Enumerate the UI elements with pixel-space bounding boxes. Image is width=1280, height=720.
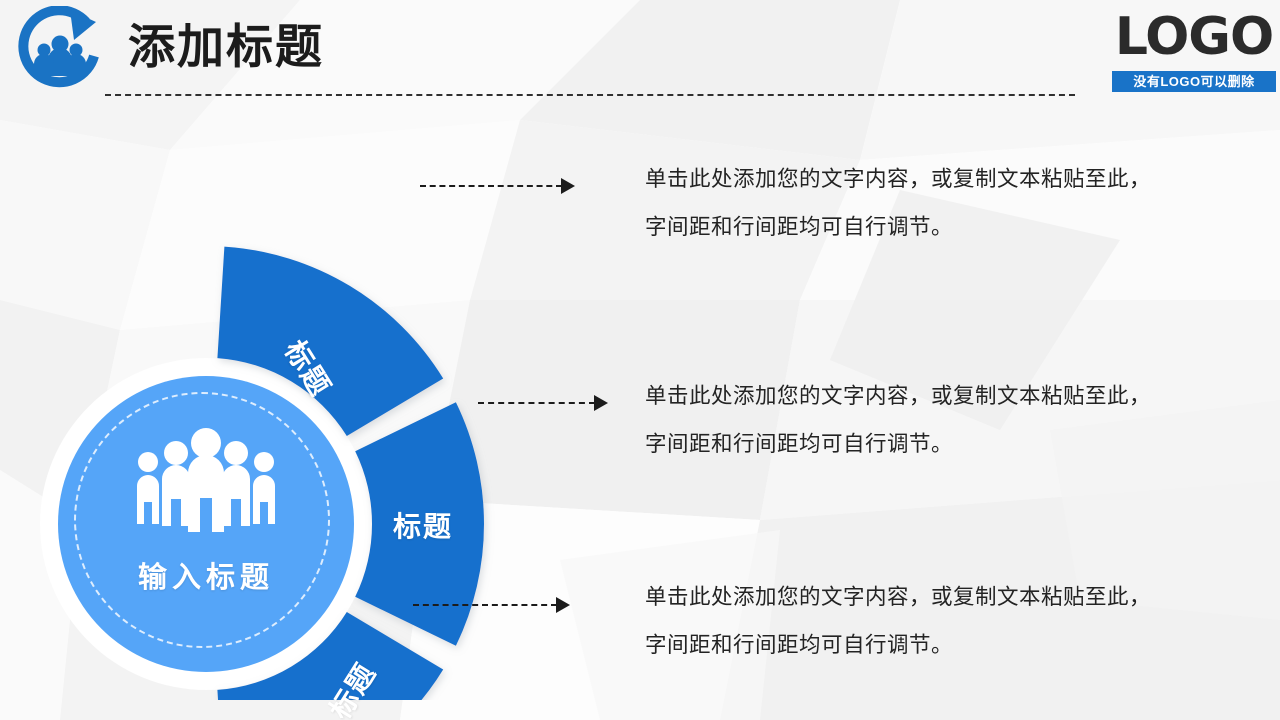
fan-petal-2[interactable] [217,612,444,700]
content-text-block-2[interactable]: 单击此处添加您的文字内容，或复制文本粘贴至此， 字间距和行间距均可自行调节。 [645,573,1250,669]
arrow-head-icon [561,178,575,194]
fan-diagram: 标题 标题 标题 输入标题 [20,120,540,720]
connector-line [478,402,595,404]
content-line: 字间距和行间距均可自行调节。 [645,215,954,239]
content-line: 单击此处添加您的文字内容，或复制文本粘贴至此， [645,585,1152,609]
connector-arrow-0 [420,178,575,194]
content-line: 单击此处添加您的文字内容，或复制文本粘贴至此， [645,167,1152,191]
fan-petal-0[interactable] [217,246,444,436]
center-label: 输入标题 [137,562,274,594]
content-text-block-0[interactable]: 单击此处添加您的文字内容，或复制文本粘贴至此， 字间距和行间距均可自行调节。 [645,155,1250,251]
fan-petal-1[interactable] [355,402,485,646]
header-divider [105,94,1075,96]
fan-petal-label-1: 标题 [393,511,454,542]
arrow-head-icon [594,395,608,411]
logo-removal-note: 没有LOGO可以删除 [1112,71,1276,92]
center-circle[interactable]: 输入标题 [58,376,354,672]
content-text-block-1[interactable]: 单击此处添加您的文字内容，或复制文本粘贴至此， 字间距和行间距均可自行调节。 [645,372,1250,468]
connector-line [420,185,562,187]
group-of-people-icon [137,428,275,532]
connector-arrow-1 [478,395,608,411]
content-line: 单击此处添加您的文字内容，或复制文本粘贴至此， [645,384,1152,408]
page-title: 添加标题 [128,20,324,73]
logo-block: LOGO 没有LOGO可以删除 [1112,6,1276,92]
center-dashed-ring [74,392,330,648]
content-line: 字间距和行间距均可自行调节。 [645,633,954,657]
arrow-head-icon [556,597,570,613]
logo-text: LOGO [1114,7,1274,67]
connector-arrow-2 [413,597,570,613]
slide-header: 添加标题 [0,0,1280,110]
content-line: 字间距和行间距均可自行调节。 [645,432,954,456]
connector-line [413,604,557,606]
people-refresh-circle-icon [18,6,99,88]
